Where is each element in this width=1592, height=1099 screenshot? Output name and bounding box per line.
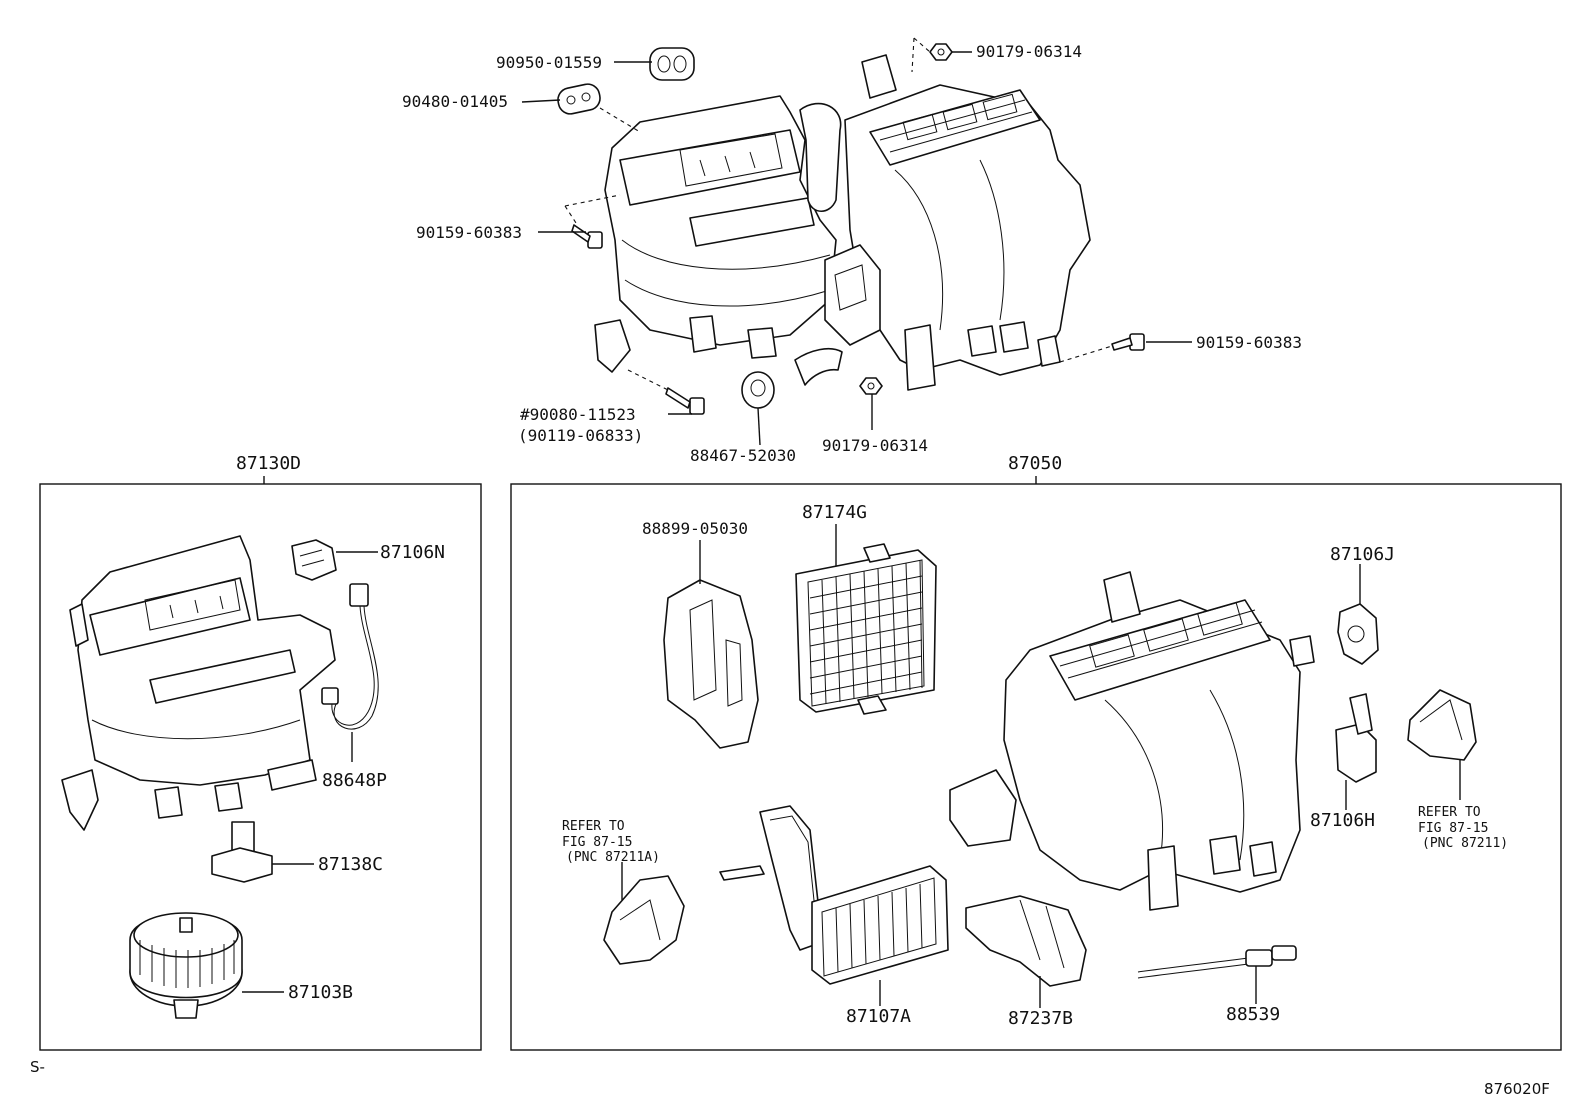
label-87106j: 87106J [1330,544,1395,565]
ref-right-line3: (PNC 87211) [1422,836,1508,851]
duct-87237b-icon [965,895,1087,987]
heater-core-87107a-icon [719,805,949,985]
label-88539: 88539 [1226,1004,1280,1025]
ref-left-line2: FIG 87-15 [562,835,632,850]
actuator-87106h-icon [1335,693,1377,783]
ref-left-line3: (PNC 87211A) [566,850,660,865]
actuator-87106j-icon [1337,603,1379,665]
ref-left-line1: REFER TO [562,819,625,834]
nut-90179-bottom-icon [859,377,883,395]
group-title-87130d: 87130D [236,453,301,474]
label-90159-60383-left: 90159-60383 [416,223,522,242]
heater-case-87050-drawing [949,571,1315,911]
group-box-87050 [510,483,1562,1051]
blower-case-87130d-drawing [61,535,336,831]
label-87106h: 87106H [1310,810,1375,831]
ref-right-line1: REFER TO [1418,805,1481,820]
label-90950-01559: 90950-01559 [496,53,602,72]
duct-pnc87211a-icon [603,875,685,965]
servo-87138c-icon [211,821,273,883]
label-87107a: 87107A [846,1006,911,1027]
label-87237b: 87237B [1008,1008,1073,1029]
label-88899-05030: 88899-05030 [642,519,748,538]
group-title-87050: 87050 [1008,453,1062,474]
label-88467-52030: 88467-52030 [690,446,796,465]
wire-harness-88648p-icon [321,583,379,730]
footer-figure-code: 876020F [1484,1080,1550,1098]
label-90159-60383-right: 90159-60383 [1196,333,1302,352]
grommet-88467-icon [741,371,775,409]
label-90179-06314-bottom: 90179-06314 [822,436,928,455]
sensor-88539-icon [1137,945,1297,979]
filter-87174g-icon [795,543,937,715]
label-90179-06314-top: 90179-06314 [976,42,1082,61]
group-box-87130d [39,483,482,1051]
blower-motor-87103b-icon [129,912,243,1019]
label-87174g: 87174G [802,502,867,523]
label-90080-11523: #90080-11523 [520,405,636,424]
duct-pnc87211-icon [1407,689,1477,761]
nut-90179-top-icon [929,43,953,61]
gasket-90480-icon [557,83,601,115]
label-87103b: 87103B [288,982,353,1003]
footer-left-code: S- [30,1058,45,1076]
label-87138c: 87138C [318,854,383,875]
label-88648p: 88648P [322,770,387,791]
ref-right-line2: FIG 87-15 [1418,821,1488,836]
grommet-90950-icon [649,47,695,81]
bolt-90159-right-icon [1111,333,1145,351]
bracket-88899-05030-icon [663,579,759,749]
label-87106n: 87106N [380,542,445,563]
resistor-87106n-icon [291,539,337,581]
label-90480-01405: 90480-01405 [402,92,508,111]
top-heater-assembly-drawing [594,54,1091,391]
bolt-90080-icon [665,387,705,415]
label-90119-06833: (90119-06833) [518,426,643,445]
bolt-90159-left-icon [571,224,603,249]
